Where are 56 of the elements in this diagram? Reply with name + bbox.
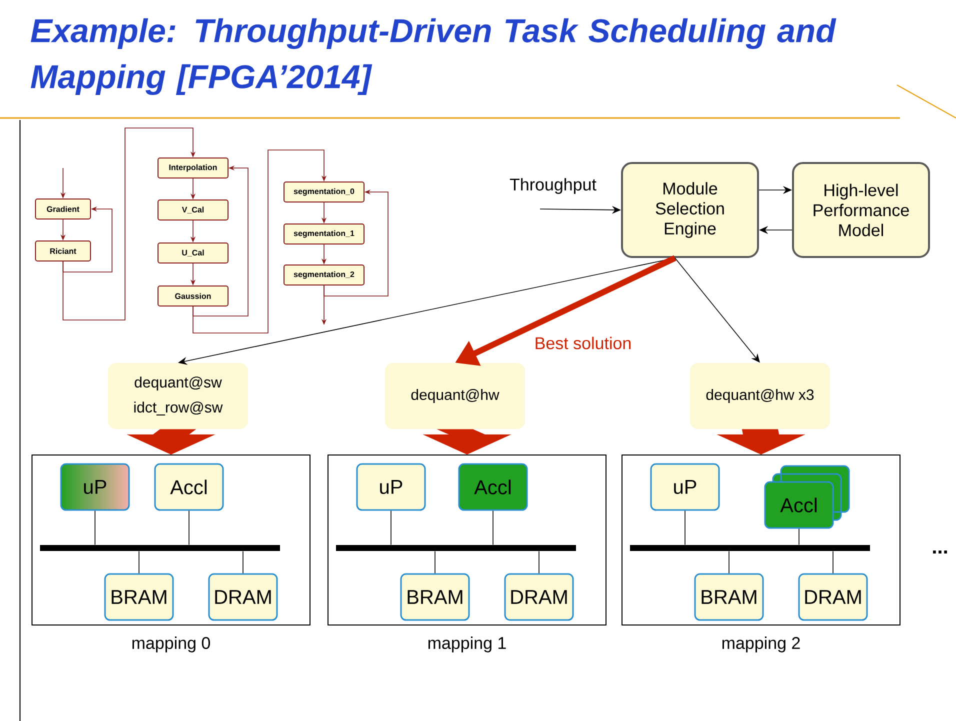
component-box: BRAM (400, 573, 470, 621)
bus-bar (336, 545, 576, 551)
component-box: BRAM (694, 573, 764, 621)
component-box: Accl (764, 481, 834, 529)
solution-box: dequant@hw (385, 363, 525, 429)
process-box: High-level Performance Model (792, 162, 930, 258)
connector-line (434, 550, 436, 574)
edge-label: Best solution (533, 336, 633, 350)
process-box: segmentation_0 (284, 182, 364, 202)
mapping-caption: mapping 2 (722, 636, 800, 652)
component-box: uP (650, 463, 720, 511)
process-box: U_Cal (158, 242, 228, 264)
process-box: Gradient (35, 198, 91, 220)
process-box: Gaussion (158, 286, 228, 306)
connector-line (188, 510, 190, 546)
component-box: Accl (458, 463, 528, 511)
bus-bar (40, 545, 280, 551)
component-box: Accl (154, 463, 224, 511)
component-box: DRAM (208, 573, 278, 621)
solution-box: dequant@hw x3 (690, 363, 830, 429)
component-box: uP (60, 463, 130, 511)
component-box: DRAM (504, 573, 574, 621)
arrow (192, 150, 327, 334)
connector-line (138, 550, 140, 574)
connector-line (684, 510, 686, 546)
process-box: Module Selection Engine (621, 162, 759, 258)
connector-line (728, 550, 730, 574)
process-box: segmentation_2 (284, 264, 364, 286)
mapping-caption: mapping 1 (428, 636, 506, 652)
process-box: segmentation_1 (284, 224, 364, 244)
edge-label: Throughput (508, 177, 598, 195)
block-arrow (126, 429, 216, 455)
connector-line (492, 510, 494, 546)
bus-bar (630, 545, 870, 551)
connector-line (832, 550, 834, 574)
mapping-caption: mapping 0 (132, 636, 210, 652)
block-arrow (422, 429, 512, 455)
connector-line (94, 510, 96, 546)
ellipsis: ... (933, 550, 947, 554)
mapping-box (328, 454, 606, 626)
connector-line (538, 550, 540, 574)
mapping-box (622, 454, 900, 626)
process-box: Interpolation (158, 158, 228, 178)
process-box: Riciant (35, 240, 91, 262)
component-box: DRAM (798, 573, 868, 621)
mapping-box (32, 454, 310, 626)
process-box: V_Cal (158, 200, 228, 220)
block-arrow (716, 429, 806, 455)
connector-line (390, 510, 392, 546)
arrow (62, 128, 196, 320)
title: Example: Throughput-Driven Task Scheduling and Mapping [FPGA’2014] (30, 18, 836, 95)
solution-box: dequant@sw idct_row@sw (108, 363, 248, 429)
component-box: uP (356, 463, 426, 511)
component-box: BRAM (104, 573, 174, 621)
connector-line (798, 528, 800, 546)
connector-line (242, 550, 244, 574)
